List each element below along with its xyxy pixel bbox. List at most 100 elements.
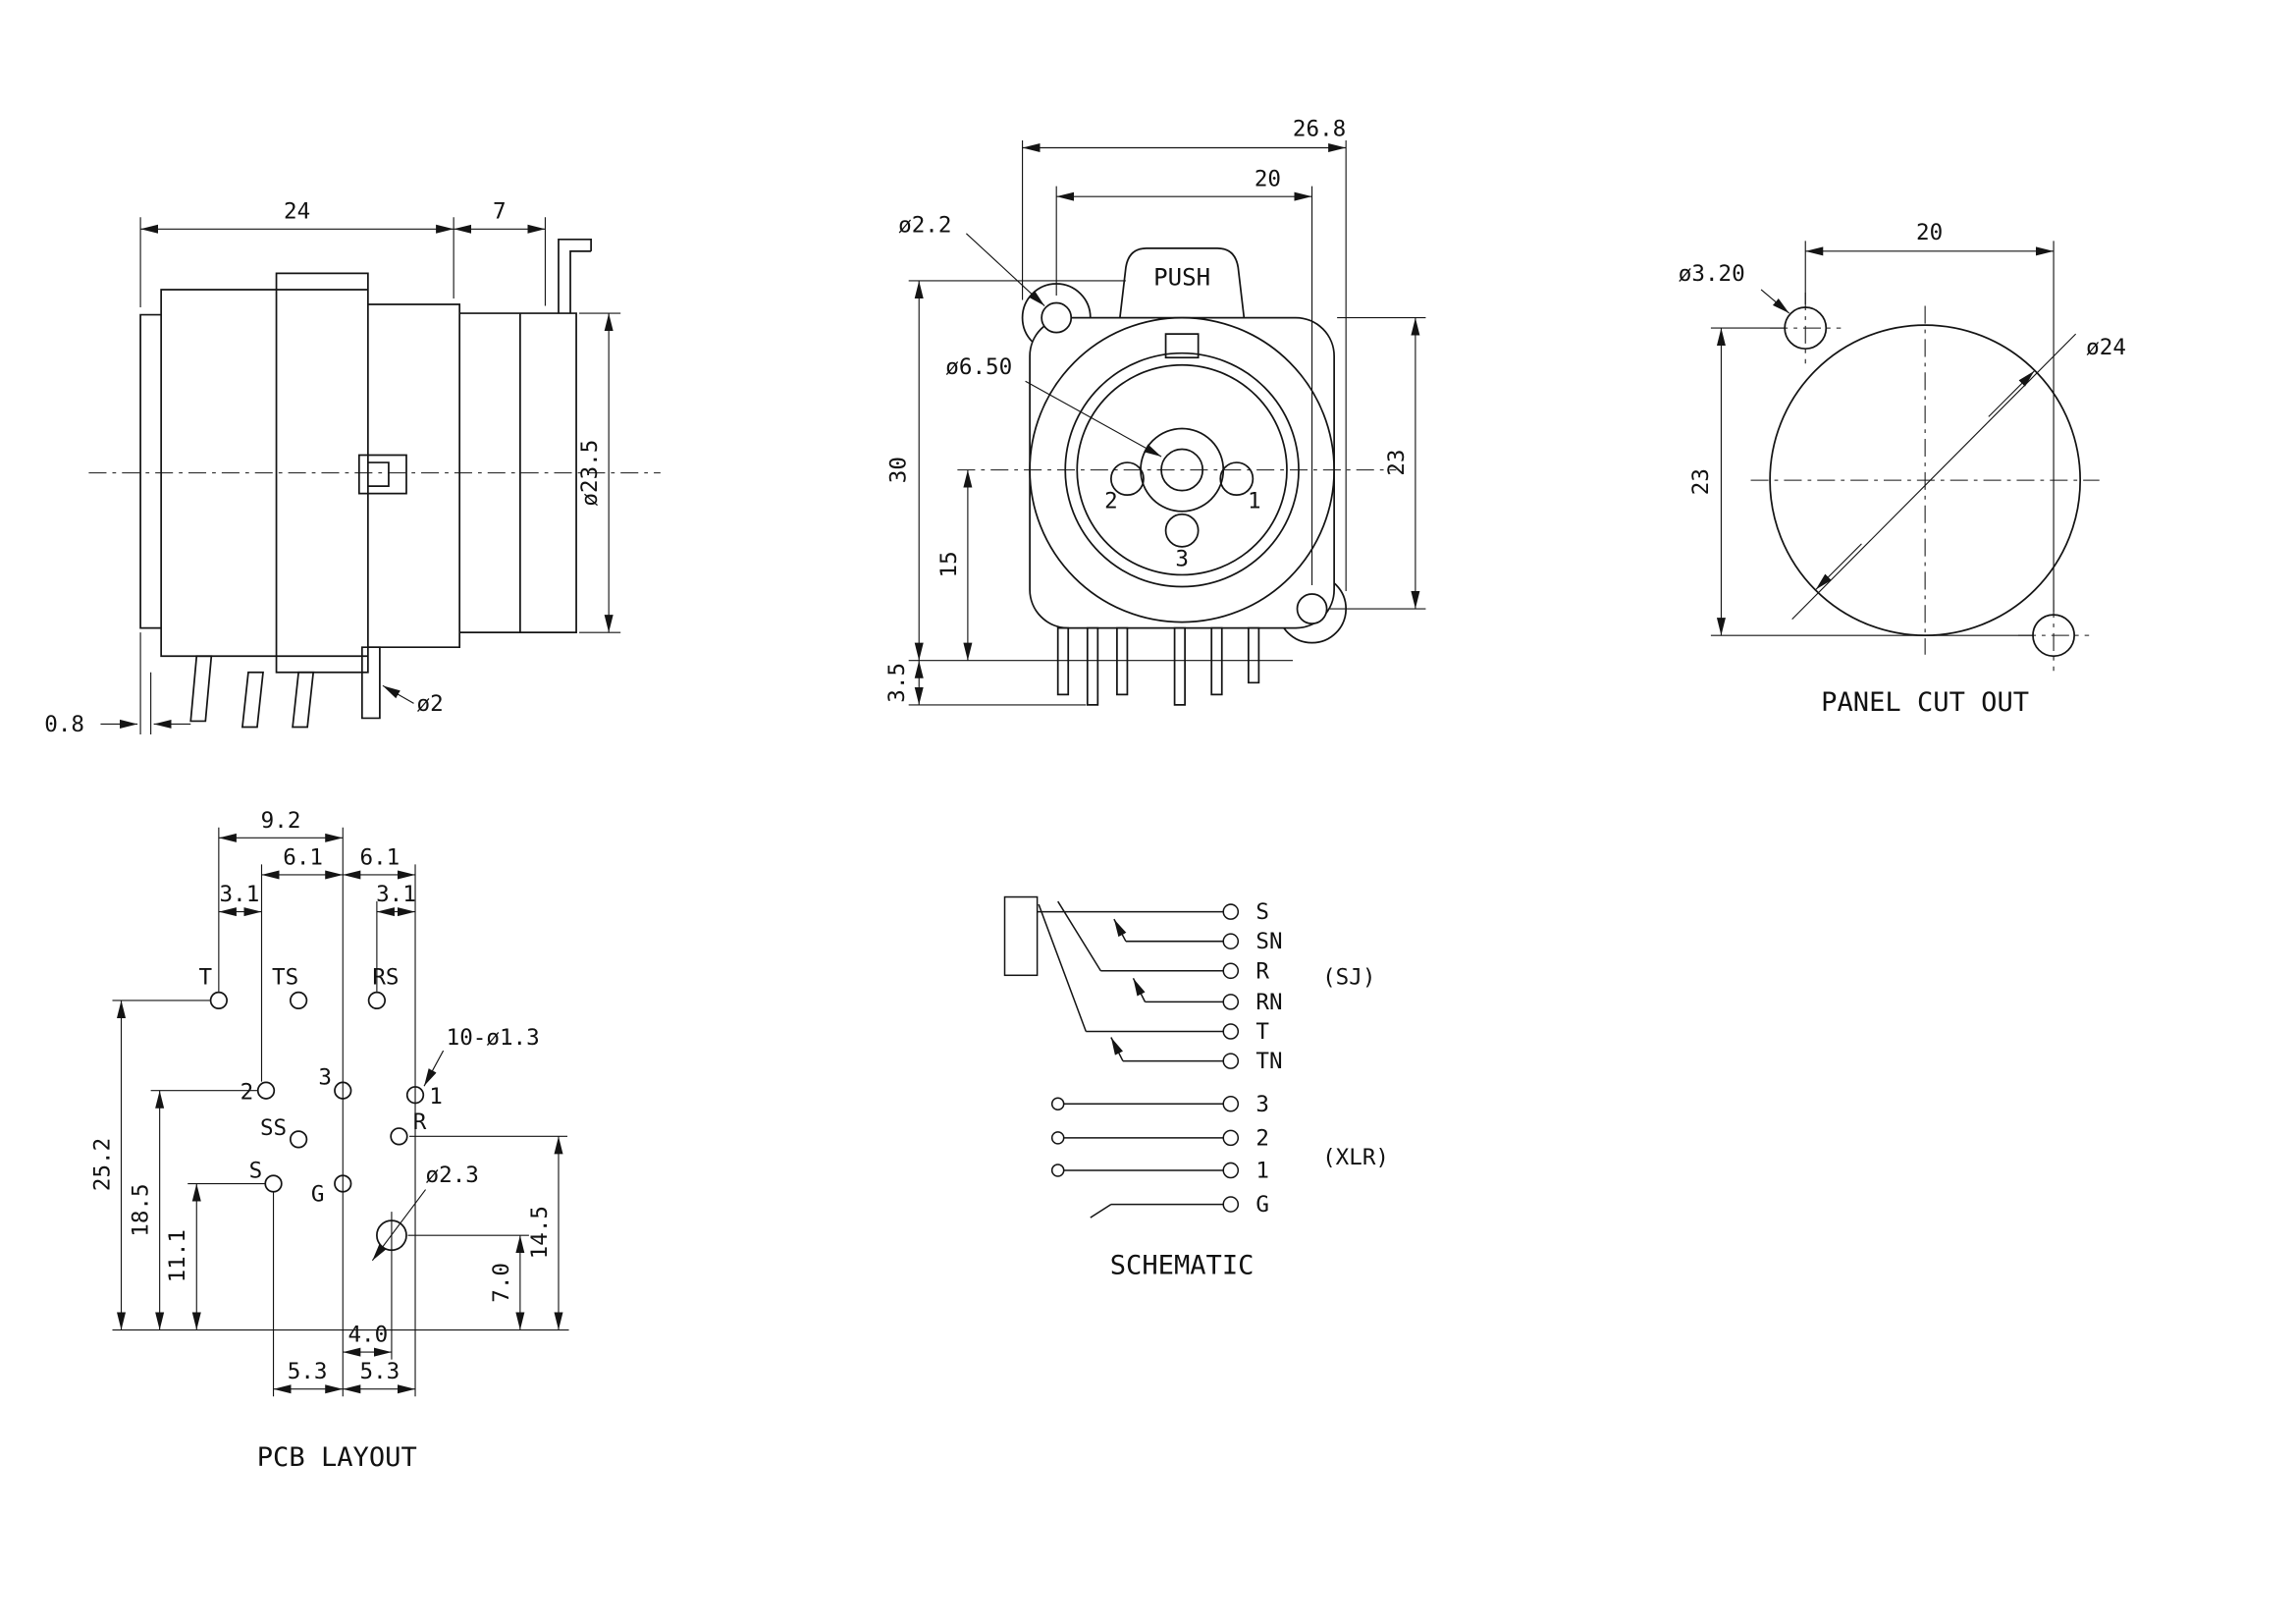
side-extension-lines: [139, 217, 621, 734]
pad-3-label: 3: [318, 1065, 332, 1091]
pcb-hole-r: [390, 1127, 408, 1146]
terminal-tn: [1222, 1053, 1240, 1069]
xlr-pin-3-contact: [1050, 1097, 1065, 1111]
dim-0-8-label: 0.8: [44, 712, 84, 737]
dim-3-5-label: 3.5: [884, 663, 910, 703]
dim-20-label: 20: [1255, 167, 1281, 192]
push-label: PUSH: [1153, 263, 1210, 291]
dim-6-1-r-label: 6.1: [360, 844, 400, 870]
dim-panel-20-label: 20: [1916, 220, 1943, 245]
label-tn: TN: [1255, 1049, 1282, 1074]
pcb-hole-s: [264, 1174, 283, 1193]
dim-panel-23-label: 23: [1688, 468, 1714, 495]
pcb-hole-2: [256, 1081, 276, 1100]
pcb-layout-view: 9.2 6.1 6.1 3.1 3.1 25.2 18.5 11.1 14.5 …: [89, 808, 569, 1473]
pcb-extension-lines: [112, 827, 569, 1397]
terminal-sn: [1222, 933, 1240, 949]
dim-6-1-l-label: 6.1: [283, 844, 323, 870]
label-sn: SN: [1255, 929, 1282, 954]
leader-dia-2-2: [966, 233, 1045, 306]
front-pin-hole-1: [1219, 461, 1255, 497]
pad-g-label: G: [311, 1182, 325, 1208]
dim-5-3-r-label: 5.3: [360, 1359, 400, 1384]
dim-9-2-label: 9.2: [261, 808, 301, 834]
pcb-layout-title: PCB LAYOUT: [257, 1442, 417, 1473]
label-s: S: [1255, 899, 1269, 925]
side-top-wire: [558, 238, 592, 314]
label-xlr-2: 2: [1255, 1125, 1269, 1151]
side-view-outline: [88, 238, 661, 729]
front-pin-3-label: 3: [1175, 546, 1189, 571]
dim-25-2-label: 25.2: [89, 1138, 115, 1191]
label-xlr-group: (XLR): [1322, 1145, 1389, 1170]
push-button: [1118, 246, 1246, 319]
dim-23-label: 23: [1384, 449, 1410, 475]
label-xlr-3: 3: [1255, 1092, 1269, 1117]
front-mount-hole-top-left: [1041, 301, 1073, 334]
dim-24-label: 24: [284, 199, 310, 225]
dim-7-0-label: 7.0: [489, 1263, 514, 1303]
dim-dia-2-2-label: ø2.2: [898, 212, 951, 238]
label-xlr-1: 1: [1255, 1158, 1269, 1183]
front-view: 26.8 20 ø2.2 ø6.50 30 15 3.5 23 PUSH 2 1…: [884, 116, 1426, 706]
terminal-r: [1222, 962, 1240, 980]
panel-cutout-outline: [1750, 292, 2100, 672]
dim-dia-24-label: ø24: [2086, 335, 2126, 360]
terminal-xlr-g: [1222, 1196, 1240, 1213]
pcb-holes: [209, 991, 425, 1252]
dim-3-1-l-label: 3.1: [220, 882, 260, 907]
front-view-dimensions: 26.8 20 ø2.2 ø6.50 30 15 3.5 23: [884, 116, 1426, 706]
side-body: [139, 272, 577, 674]
dim-dia-2-3-label: ø2.3: [426, 1163, 479, 1188]
side-view-dimensions: 24 7 ø23.5 ø2 0.8: [44, 199, 621, 737]
dim-30-label: 30: [886, 457, 912, 483]
jack-sleeve-symbol: [1003, 895, 1039, 977]
front-pin-hole-2: [1110, 461, 1145, 497]
schematic-linework: [1003, 895, 1240, 1218]
panel-diameter-arrow-1: [1815, 543, 1862, 590]
switch-arrow-tn: [1110, 1037, 1124, 1061]
leader-10-dia-1-3: [423, 1050, 445, 1087]
front-view-outline: [957, 246, 1397, 706]
front-inner-circle: [1076, 363, 1288, 576]
dim-dia-23-5-label: ø23.5: [577, 440, 603, 507]
panel-diameter-line: [1791, 333, 2077, 620]
pcb-hole-ts: [289, 991, 308, 1010]
pcb-hole-rs: [367, 991, 387, 1010]
side-pins: [189, 646, 381, 729]
terminal-t: [1222, 1023, 1240, 1040]
terminal-rn: [1222, 994, 1240, 1010]
panel-cutout-dimensions: 20 23 ø3.20 ø24: [1679, 220, 2126, 636]
terminal-xlr-2: [1222, 1129, 1240, 1147]
leader-dia-6-50: [1025, 380, 1162, 458]
switch-arrow-rn: [1132, 977, 1147, 1002]
pcb-hole-ss: [289, 1130, 308, 1149]
front-pin-2-label: 2: [1104, 489, 1118, 514]
pad-ts-label: TS: [272, 964, 298, 990]
pad-s-label: S: [249, 1158, 263, 1183]
dim-15-label: 15: [936, 551, 962, 577]
label-r: R: [1255, 958, 1269, 984]
schematic-labels: S SN R RN T TN (SJ) 3 2 1 G (XLR): [1255, 899, 1389, 1218]
dim-18-5-label: 18.5: [129, 1183, 154, 1236]
label-rn: RN: [1255, 990, 1282, 1015]
pad-ss-label: SS: [260, 1115, 287, 1141]
schematic-title: SCHEMATIC: [1110, 1250, 1255, 1280]
pad-1-label: 1: [429, 1084, 443, 1110]
dim-10-dia-1-3-label: 10-ø1.3: [447, 1025, 540, 1051]
panel-cutout-title: PANEL CUT OUT: [1821, 687, 2029, 718]
pcb-pad-labels: T TS RS 2 3 1 SS R S G: [199, 964, 443, 1207]
front-latch-tab: [1164, 333, 1200, 359]
front-pin-1-label: 1: [1248, 489, 1261, 514]
dim-4-0-label: 4.0: [347, 1323, 388, 1348]
panel-cutout-view: 20 23 ø3.20 ø24 PANEL CUT OUT: [1679, 220, 2126, 718]
leader-dia-2-3: [371, 1189, 427, 1262]
dim-dia-2-label: ø2: [417, 691, 444, 717]
leader-dia-3-20: [1760, 289, 1790, 314]
dim-14-5-label: 14.5: [527, 1206, 553, 1259]
pad-t-label: T: [199, 964, 213, 990]
schematic-wires: [1037, 900, 1224, 1218]
schematic-view: S SN R RN T TN (SJ) 3 2 1 G (XLR) SCHEMA…: [1003, 895, 1389, 1280]
